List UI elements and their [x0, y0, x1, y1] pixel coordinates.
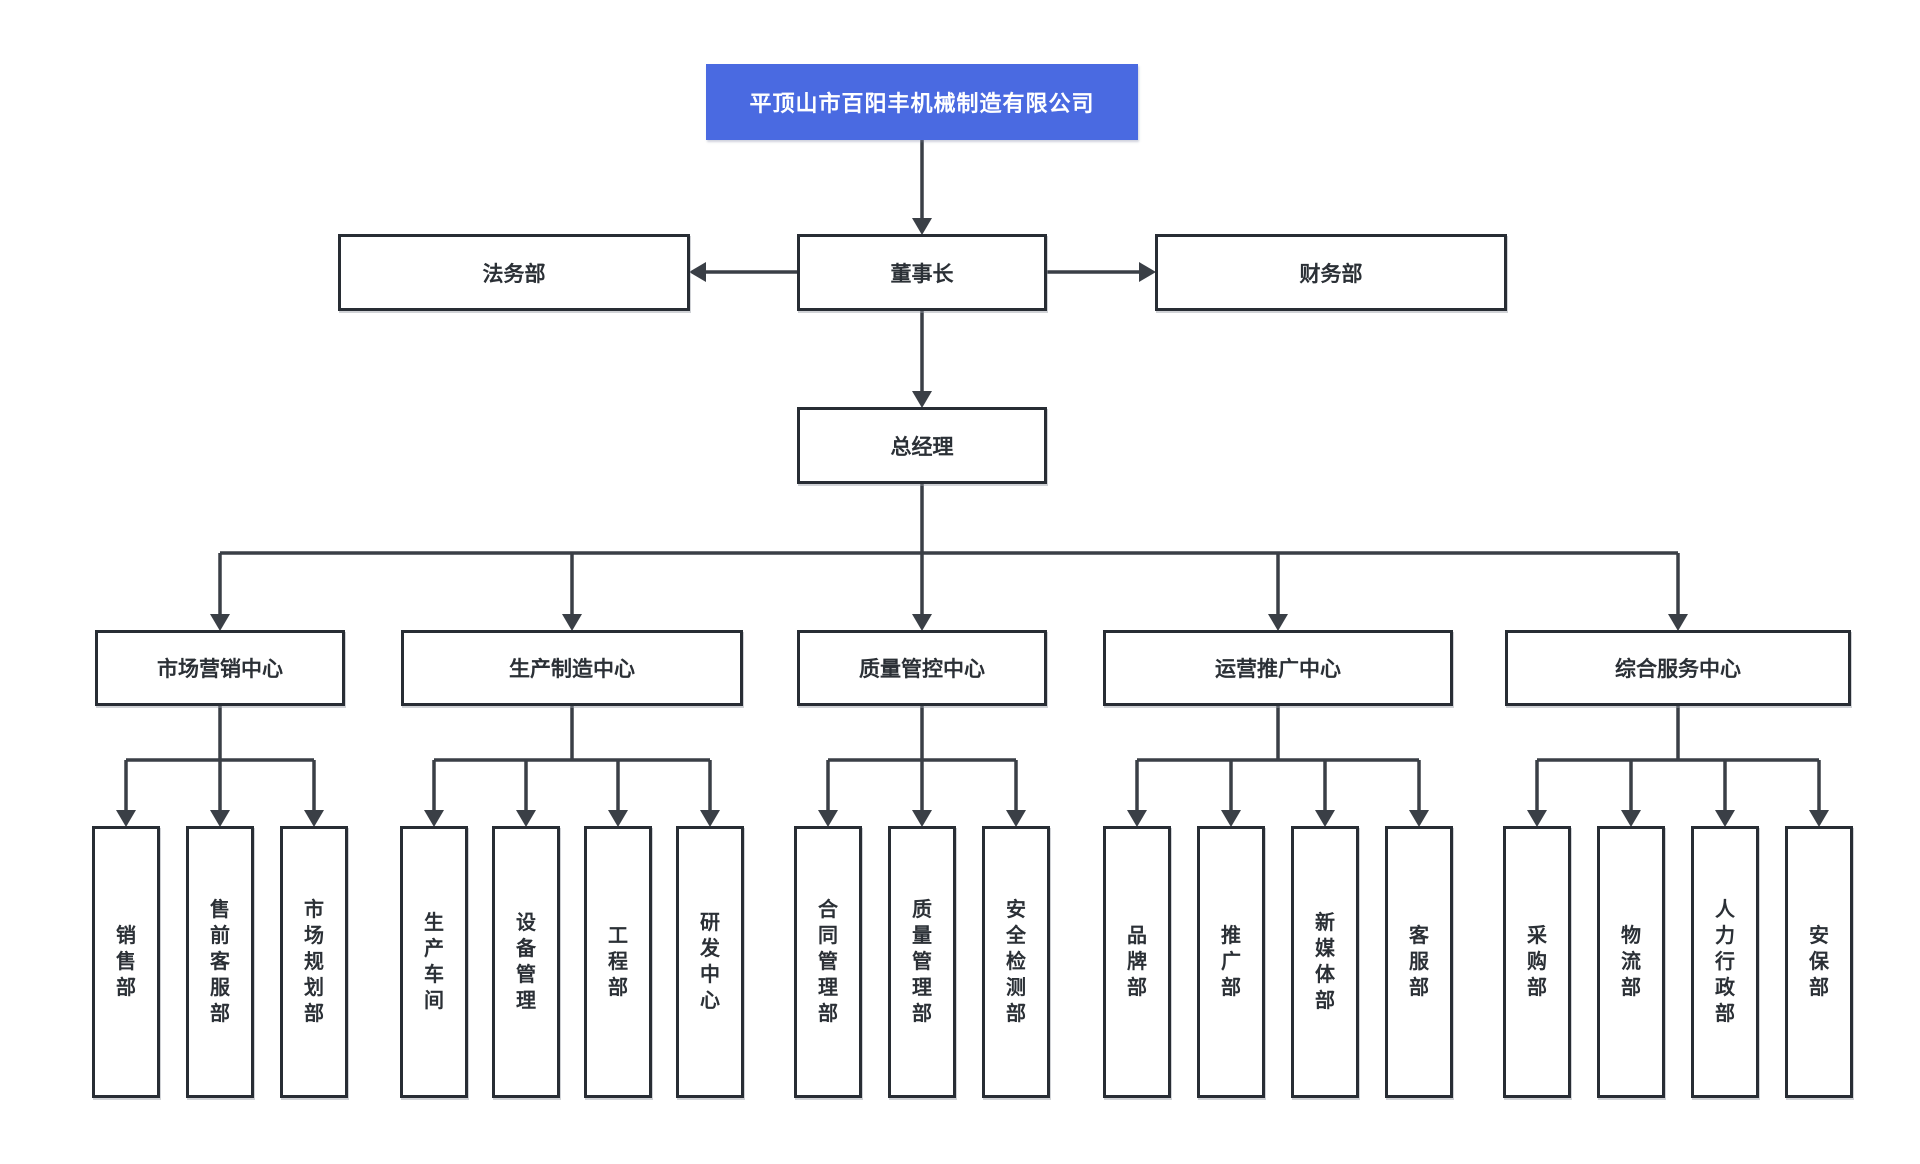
dept-label: 新媒体部	[1315, 912, 1335, 1012]
arrowhead	[516, 810, 536, 827]
arrowhead	[1409, 810, 1429, 827]
arrowhead	[304, 810, 324, 827]
center-node-0[interactable]: 市场营销中心	[95, 630, 345, 706]
arrowhead	[1809, 810, 1829, 827]
dept-label: 推广部	[1221, 925, 1241, 999]
dept-node-3-2[interactable]: 新媒体部	[1291, 826, 1359, 1098]
arrowhead	[424, 810, 444, 827]
dept-node-1-3[interactable]: 研发中心	[676, 826, 744, 1098]
dept-label: 安保部	[1809, 925, 1829, 999]
finance-dept-node[interactable]: 财务部	[1155, 234, 1507, 311]
dept-label: 售前客服部	[210, 899, 230, 1025]
dept-node-4-3[interactable]: 安保部	[1785, 826, 1853, 1098]
dept-label: 销售部	[116, 925, 136, 999]
dept-node-0-0[interactable]: 销售部	[92, 826, 160, 1098]
dept-label: 生产车间	[424, 912, 444, 1012]
arrowhead	[210, 614, 230, 631]
center-node-4[interactable]: 综合服务中心	[1505, 630, 1851, 706]
dept-node-3-3[interactable]: 客服部	[1385, 826, 1453, 1098]
arrowhead	[1006, 810, 1026, 827]
dept-node-1-2[interactable]: 工程部	[584, 826, 652, 1098]
dept-node-4-0[interactable]: 采购部	[1503, 826, 1571, 1098]
dept-label: 物流部	[1621, 925, 1641, 999]
dept-node-1-1[interactable]: 设备管理	[492, 826, 560, 1098]
arrowhead	[210, 810, 230, 827]
dept-node-4-2[interactable]: 人力行政部	[1691, 826, 1759, 1098]
arrowhead	[700, 810, 720, 827]
arrowhead	[116, 810, 136, 827]
dept-node-3-1[interactable]: 推广部	[1197, 826, 1265, 1098]
dept-node-2-2[interactable]: 安全检测部	[982, 826, 1050, 1098]
arrowhead	[912, 218, 932, 235]
center-node-2[interactable]: 质量管控中心	[797, 630, 1047, 706]
dept-label: 工程部	[608, 925, 628, 999]
arrowhead	[912, 810, 932, 827]
dept-label: 设备管理	[516, 912, 536, 1012]
arrowhead	[1621, 810, 1641, 827]
arrowhead	[1268, 614, 1288, 631]
arrowhead	[1668, 614, 1688, 631]
dept-node-0-2[interactable]: 市场规划部	[280, 826, 348, 1098]
dept-label: 人力行政部	[1715, 899, 1735, 1025]
dept-node-1-0[interactable]: 生产车间	[400, 826, 468, 1098]
dept-node-3-0[interactable]: 品牌部	[1103, 826, 1171, 1098]
arrowhead	[608, 810, 628, 827]
arrowhead	[818, 810, 838, 827]
dept-label: 市场规划部	[304, 899, 324, 1025]
dept-label: 合同管理部	[818, 899, 838, 1025]
chairman-node[interactable]: 董事长	[797, 234, 1047, 311]
dept-label: 质量管理部	[912, 899, 932, 1025]
dept-node-4-1[interactable]: 物流部	[1597, 826, 1665, 1098]
dept-node-2-1[interactable]: 质量管理部	[888, 826, 956, 1098]
dept-label: 采购部	[1527, 925, 1547, 999]
arrowhead	[562, 614, 582, 631]
arrowhead	[1139, 262, 1156, 282]
dept-node-2-0[interactable]: 合同管理部	[794, 826, 862, 1098]
center-node-1[interactable]: 生产制造中心	[401, 630, 743, 706]
arrowhead	[1127, 810, 1147, 827]
legal-dept-node[interactable]: 法务部	[338, 234, 690, 311]
general-manager-node[interactable]: 总经理	[797, 407, 1047, 484]
dept-label: 品牌部	[1127, 925, 1147, 999]
arrowhead	[1715, 810, 1735, 827]
arrowhead	[912, 614, 932, 631]
dept-label: 研发中心	[700, 912, 720, 1012]
arrowhead	[912, 391, 932, 408]
arrowhead	[689, 262, 706, 282]
dept-label: 客服部	[1409, 925, 1429, 999]
company-root-node[interactable]: 平顶山市百阳丰机械制造有限公司	[706, 64, 1138, 140]
arrowhead	[1221, 810, 1241, 827]
arrowhead	[1527, 810, 1547, 827]
dept-label: 安全检测部	[1006, 899, 1026, 1025]
arrowhead	[1315, 810, 1335, 827]
center-node-3[interactable]: 运营推广中心	[1103, 630, 1453, 706]
dept-node-0-1[interactable]: 售前客服部	[186, 826, 254, 1098]
